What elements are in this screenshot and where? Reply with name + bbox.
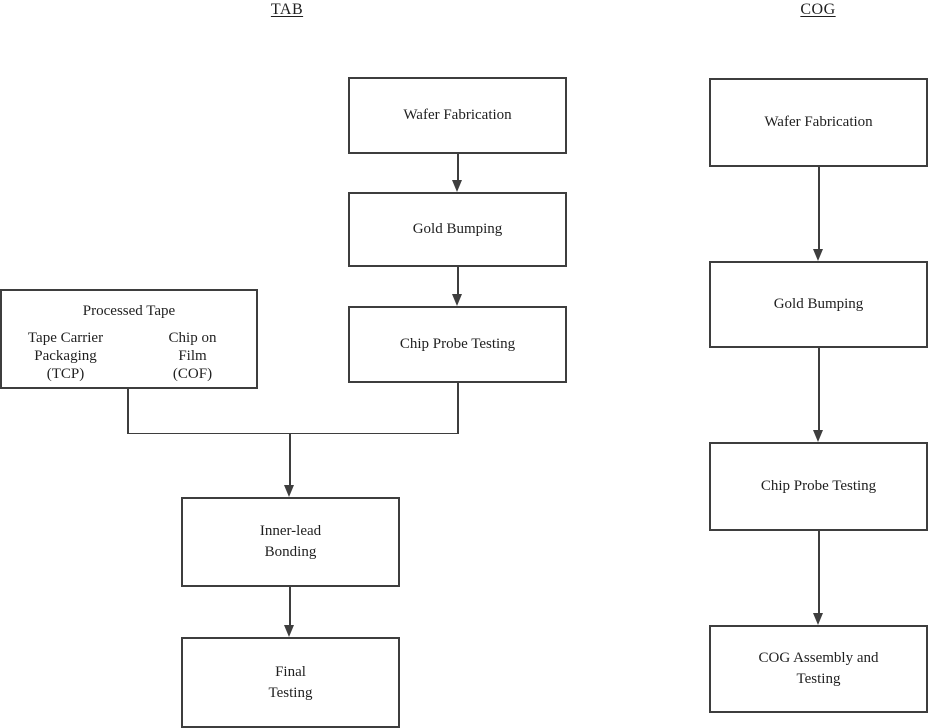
connector-cog-gold-to-chip [818,348,820,431]
option-line: (COF) [172,366,213,382]
node-cog-gold-bumping: Gold Bumping [709,261,928,348]
option-line: Tape Carrier [27,330,104,346]
node-cog-wafer-fabrication: Wafer Fabrication [709,78,928,167]
node-processed-tape: Processed Tape Tape Carrier Packaging (T… [0,289,258,389]
processed-tape-title: Processed Tape [82,303,176,319]
option-line: Chip on [168,330,217,346]
arrow-down-icon [284,485,294,497]
node-label: Testing [796,671,841,687]
node-label: Final [275,663,306,680]
connector-tab-gold-to-chip [457,267,459,295]
connector-junction-to-inner-lead [289,432,291,487]
tab-flow-title: TAB [270,1,304,18]
node-label: Inner-lead [259,523,322,539]
connector-cog-chip-to-assembly [818,531,820,614]
connector-tab-chip-to-junction [457,383,459,434]
node-inner-lead-bonding: Inner-lead Bonding [181,497,400,587]
node-tab-gold-bumping: Gold Bumping [348,192,567,267]
node-label: COG Assembly and [758,650,879,666]
node-cog-assembly-testing: COG Assembly and Testing [709,625,928,713]
processed-tape-option-tcp: Tape Carrier Packaging (TCP) [2,329,129,383]
arrow-down-icon [284,625,294,637]
processed-tape-option-cof: Chip on Film (COF) [129,329,256,383]
option-line: (TCP) [46,366,85,382]
cog-flow-title: COG [800,1,836,18]
node-label: Gold Bumping [773,296,864,312]
node-cog-chip-probe-testing: Chip Probe Testing [709,442,928,531]
connector-cog-wafer-to-gold [818,167,820,250]
node-label: Chip Probe Testing [399,336,516,352]
node-label: Gold Bumping [412,221,503,237]
node-tab-wafer-fabrication: Wafer Fabrication [348,77,567,154]
connector-tab-wafer-to-gold [457,154,459,182]
connector-merge-horizontal [127,432,459,434]
arrow-down-icon [452,294,462,306]
node-label: Wafer Fabrication [403,107,512,123]
connector-processed-tape-to-junction [127,389,129,434]
arrow-down-icon [813,249,823,261]
connector-inner-lead-to-final [289,587,291,626]
node-label: Testing [268,684,313,701]
node-label: Bonding [264,544,317,560]
node-final-testing: Final Testing [181,637,400,728]
node-label: Wafer Fabrication [764,114,873,130]
processed-tape-options: Tape Carrier Packaging (TCP) Chip on Fil… [2,329,256,383]
option-line: Film [178,348,207,364]
arrow-down-icon [813,430,823,442]
node-label: Chip Probe Testing [760,478,877,494]
node-tab-chip-probe-testing: Chip Probe Testing [348,306,567,383]
arrow-down-icon [452,180,462,192]
arrow-down-icon [813,613,823,625]
option-line: Packaging [34,348,97,364]
